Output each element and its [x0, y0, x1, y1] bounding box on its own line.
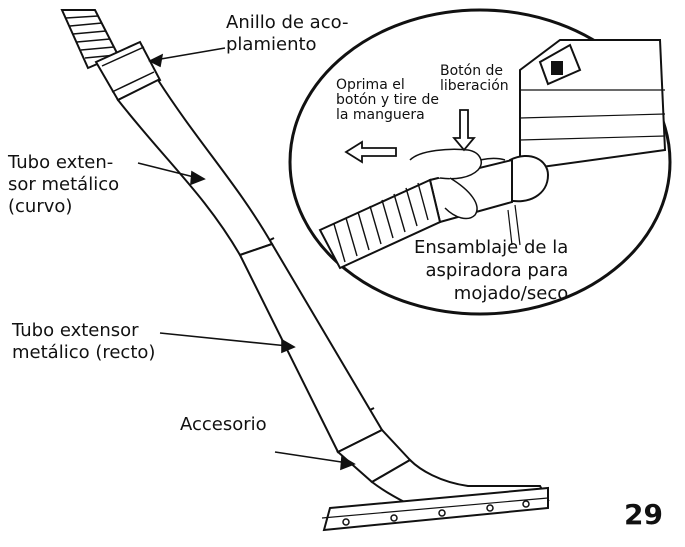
label-coupling-ring: Anillo de aco- plamiento — [226, 12, 348, 56]
label-vacuum-assembly-line3: mojado/seco — [453, 283, 569, 304]
label-curved-tube: Tubo exten- sor metálico (curvo) — [8, 152, 119, 218]
label-curved-tube-line2: sor metálico — [8, 174, 120, 195]
label-release-button: Botón de liberación — [440, 64, 509, 94]
label-straight-tube: Tubo extensor metálico (recto) — [12, 320, 155, 364]
label-release-button-line1: Botón de — [440, 63, 504, 79]
label-release-button-line2: liberación — [440, 78, 509, 94]
leader-lines — [137, 47, 356, 471]
label-press-and-pull: Oprima el botón y tire de la manguera — [336, 78, 439, 123]
label-coupling-ring-line1: Anillo de aco- — [226, 12, 349, 33]
inset-detail — [288, 8, 672, 316]
coupling-ring — [94, 40, 162, 102]
label-vacuum-assembly-line2: aspiradora para — [425, 260, 569, 281]
label-press-and-pull-line3: la manguera — [336, 107, 425, 123]
floor-accessory — [321, 428, 550, 532]
curved-metal-tube — [116, 78, 275, 257]
label-coupling-ring-line2: plamiento — [226, 34, 317, 55]
label-press-and-pull-line2: botón y tire de — [336, 92, 439, 108]
hose-top — [60, 9, 120, 70]
label-press-and-pull-line1: Oprima el — [336, 77, 405, 93]
label-vacuum-assembly-line1: Ensamblaje de la — [414, 237, 569, 258]
label-accessory: Accesorio — [180, 414, 267, 435]
page-number: 29 — [624, 498, 663, 531]
label-straight-tube-line1: Tubo extensor — [12, 320, 139, 341]
label-curved-tube-line3: (curvo) — [8, 196, 73, 217]
vacuum-body — [519, 39, 667, 172]
inset-arrows — [344, 109, 521, 246]
label-straight-tube-line2: metálico (recto) — [12, 342, 156, 363]
label-vacuum-assembly: Ensamblaje de la aspiradora para mojado/… — [414, 236, 568, 305]
label-curved-tube-line1: Tubo exten- — [8, 152, 114, 173]
hand — [409, 148, 482, 220]
